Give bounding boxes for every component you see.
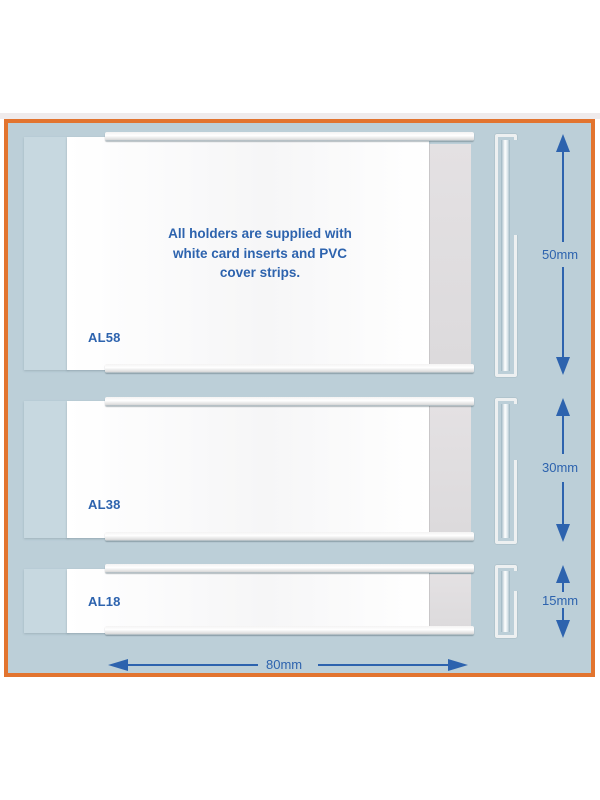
dimension-line [126, 664, 258, 666]
profile-al38-icon [495, 398, 518, 544]
dimension-line [562, 150, 564, 242]
arrow-down-icon [556, 524, 570, 542]
dimension-line [562, 482, 564, 526]
pvc-cover-strip [429, 406, 471, 534]
top-rail [105, 564, 474, 573]
pvc-cover-strip [429, 144, 471, 367]
arrow-up-icon [556, 565, 570, 583]
white-card-insert [67, 569, 429, 633]
top-rail [105, 132, 474, 141]
bottom-rail [105, 532, 474, 541]
arrow-down-icon [556, 620, 570, 638]
model-label: AL18 [88, 594, 121, 609]
dimension-line [562, 267, 564, 360]
insert-edge [24, 137, 68, 370]
insert-edge [24, 401, 68, 538]
dimension-line [562, 414, 564, 454]
note-line: All holders are supplied with [168, 226, 352, 241]
dimension-line [562, 580, 564, 592]
bottom-rail [105, 626, 474, 635]
arrow-up-icon [556, 398, 570, 416]
insert-edge [24, 569, 68, 633]
note-line: white card inserts and PVC [172, 245, 348, 261]
top-divider [0, 113, 600, 119]
arrow-down-icon [556, 357, 570, 375]
arrow-right-icon [448, 659, 468, 671]
bottom-rail [105, 364, 474, 373]
model-label: AL58 [88, 330, 121, 345]
model-label: AL38 [88, 497, 121, 512]
white-card-insert [67, 401, 429, 538]
dimension-label: 15mm [542, 593, 579, 608]
arrow-up-icon [556, 134, 570, 152]
dimension-label: 80mm [266, 657, 303, 672]
dimension-label: 30mm [542, 460, 579, 475]
profile-al58-icon [495, 134, 518, 377]
profile-al18-icon [495, 565, 518, 638]
dimension-line [562, 608, 564, 622]
dimension-label: 50mm [542, 247, 579, 262]
white-card-insert [67, 137, 429, 370]
arrow-left-icon [108, 659, 128, 671]
top-rail [105, 397, 474, 406]
dimension-line [318, 664, 450, 666]
supply-note: All holders are supplied with white card… [145, 224, 375, 283]
pvc-cover-strip [429, 574, 471, 629]
note-line: cover strips. [219, 265, 301, 280]
